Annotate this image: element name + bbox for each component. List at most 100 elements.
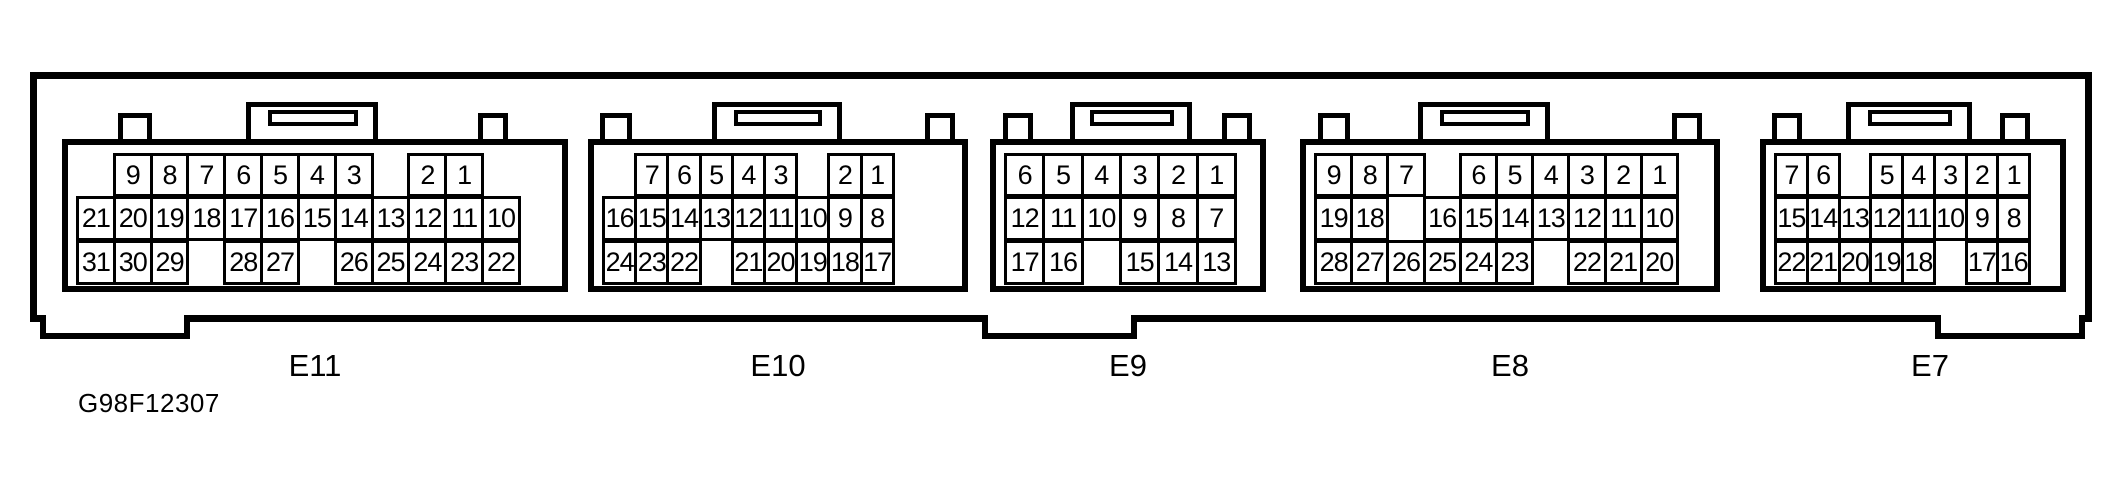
pin-cell[interactable]: 18 [1350,196,1390,241]
pin-cell[interactable]: 15 [1118,240,1161,285]
pin-cell[interactable]: 8 [149,153,190,197]
pin-cell[interactable]: 17 [1004,240,1046,285]
pin-cell[interactable]: 3 [762,153,799,197]
pin-cell[interactable]: 10 [481,196,521,241]
pin-cell[interactable]: 27 [260,240,300,285]
pin-cell[interactable]: 4 [1080,153,1122,197]
pin-cell[interactable]: 30 [112,240,153,285]
pin-cell[interactable]: 7 [634,153,670,197]
pin-cell[interactable]: 3 [333,153,374,197]
pin-cell[interactable]: 1 [444,153,485,197]
pin-cell[interactable]: 24 [407,240,448,285]
pin-cell[interactable]: 31 [76,240,116,285]
pin-cell[interactable]: 16 [260,196,300,241]
pin-cell[interactable]: 9 [1964,196,2000,241]
pin-cell[interactable]: 15 [634,196,670,241]
pin-cell[interactable]: 13 [370,196,411,241]
pin-cell[interactable]: 15 [296,196,337,241]
pin-cell[interactable]: 14 [666,196,702,241]
pin-cell[interactable]: 19 [149,196,190,241]
pin-cell[interactable]: 8 [1996,196,2031,241]
pin-cell[interactable]: 16 [602,196,638,241]
pin-cell[interactable]: 12 [407,196,448,241]
pin-cell[interactable]: 20 [1639,240,1679,285]
pin-cell[interactable]: 22 [666,240,702,285]
pin-cell[interactable]: 6 [1805,153,1841,197]
pin-cell[interactable]: 27 [1350,240,1390,285]
pin-cell[interactable]: 21 [1805,240,1841,285]
pin-cell[interactable]: 11 [1901,196,1936,241]
pin-cell[interactable]: 22 [481,240,521,285]
pin-cell[interactable]: 24 [602,240,638,285]
pin-cell[interactable]: 8 [1350,153,1390,197]
pin-cell[interactable]: 17 [1964,240,2000,285]
pin-cell[interactable]: 10 [1639,196,1679,241]
pin-cell[interactable]: 25 [370,240,411,285]
pin-cell[interactable]: 11 [762,196,799,241]
pin-cell[interactable]: 26 [1386,240,1426,285]
pin-cell[interactable]: 20 [112,196,153,241]
pin-cell[interactable]: 16 [1422,196,1462,241]
pin-cell[interactable]: 6 [1004,153,1046,197]
pin-cell[interactable]: 1 [1996,153,2031,197]
pin-cell[interactable]: 19 [1314,196,1354,241]
pin-cell[interactable]: 9 [827,196,863,241]
pin-cell[interactable]: 1 [1639,153,1679,197]
pin-cell[interactable]: 17 [223,196,264,241]
pin-cell[interactable]: 7 [1195,196,1237,241]
pin-cell[interactable]: 6 [666,153,702,197]
pin-cell[interactable]: 10 [1932,196,1968,241]
pin-cell[interactable]: 1 [859,153,895,197]
pin-cell[interactable]: 25 [1422,240,1462,285]
pin-cell[interactable]: 13 [1837,196,1873,241]
pin-cell[interactable]: 22 [1774,240,1809,285]
pin-cell[interactable]: 20 [1837,240,1873,285]
pin-cell[interactable]: 14 [333,196,374,241]
pin-cell[interactable]: 21 [730,240,766,285]
pin-cell[interactable]: 12 [730,196,766,241]
pin-cell[interactable]: 5 [260,153,300,197]
pin-cell[interactable]: 5 [1042,153,1084,197]
pin-cell[interactable]: 4 [1531,153,1571,197]
pin-cell[interactable]: 2 [1964,153,2000,197]
pin-cell[interactable]: 2 [1603,153,1643,197]
pin-cell[interactable]: 24 [1458,240,1498,285]
pin-cell[interactable]: 7 [1774,153,1809,197]
pin-cell[interactable]: 4 [1901,153,1936,197]
pin-cell[interactable]: 10 [1080,196,1122,241]
pin-cell[interactable]: 2 [407,153,448,197]
pin-cell[interactable]: 17 [859,240,895,285]
pin-cell[interactable]: 11 [1603,196,1643,241]
pin-cell[interactable]: 5 [1869,153,1904,197]
pin-cell[interactable]: 18 [1901,240,1936,285]
pin-cell[interactable]: 9 [1314,153,1354,197]
pin-cell[interactable]: 15 [1458,196,1498,241]
pin-cell[interactable]: 6 [223,153,264,197]
pin-cell[interactable]: 13 [1531,196,1571,241]
pin-cell[interactable]: 19 [1869,240,1904,285]
pin-cell[interactable]: 18 [186,196,227,241]
pin-cell[interactable]: 8 [859,196,895,241]
pin-cell[interactable]: 11 [1042,196,1084,241]
pin-cell[interactable]: 12 [1567,196,1607,241]
pin-cell[interactable]: 9 [1118,196,1161,241]
pin-cell[interactable]: 18 [827,240,863,285]
pin-cell[interactable]: 29 [149,240,190,285]
pin-cell[interactable]: 7 [186,153,227,197]
pin-cell[interactable]: 1 [1195,153,1237,197]
pin-cell[interactable]: 12 [1004,196,1046,241]
pin-cell[interactable]: 28 [1314,240,1354,285]
pin-cell[interactable]: 3 [1118,153,1161,197]
pin-cell[interactable]: 14 [1805,196,1841,241]
pin-cell[interactable]: 5 [698,153,734,197]
pin-cell[interactable]: 3 [1932,153,1968,197]
pin-cell[interactable]: 4 [730,153,766,197]
pin-cell[interactable]: 10 [795,196,831,241]
pin-cell[interactable]: 5 [1494,153,1535,197]
pin-cell[interactable]: 20 [762,240,799,285]
